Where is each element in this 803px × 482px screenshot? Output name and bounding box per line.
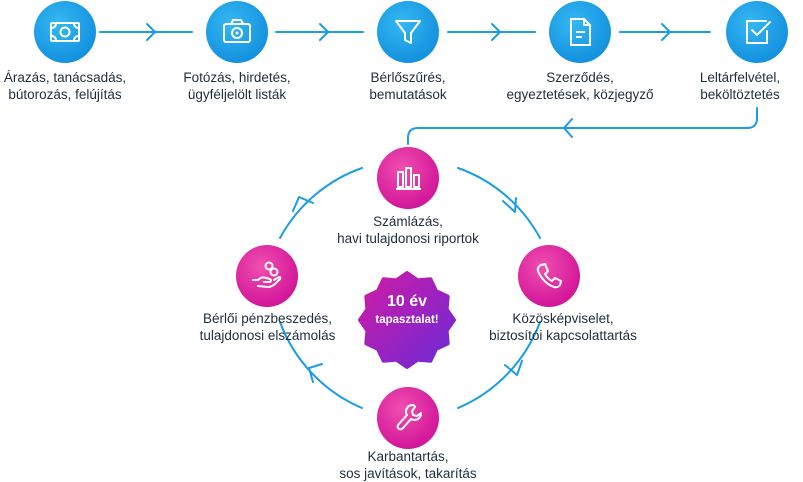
cycle-arc-bottom-right xyxy=(457,321,541,409)
step-inventory-label: Leltárfelvétel,beköltöztetés xyxy=(699,70,781,102)
step-photo-label: Fotózás, hirdetés,ügyféljelölt listák xyxy=(183,70,291,102)
cycle-maintenance-label: Karbantartás,sos javítások, takarítás xyxy=(339,449,477,481)
experience-badge xyxy=(358,271,456,369)
wrench-icon xyxy=(396,404,422,431)
cycle-arc-bottom-left xyxy=(279,321,363,409)
cycle-community-label: Közösképviselet,biztosítói kapcsolattart… xyxy=(489,311,637,343)
step-contract-node xyxy=(549,1,611,63)
document-icon xyxy=(570,18,591,46)
experience-years: 10 év xyxy=(386,293,428,310)
step-contract-label: Szerződés,egyeztetések, közjegyző xyxy=(506,70,654,102)
cycle-billing-label: Számlázás,havi tulajdonosi riportok xyxy=(337,214,479,246)
cycle-collection-label: Bérlői pénzbeszedés,tulajdonosi elszámol… xyxy=(199,311,336,343)
step-screening-node xyxy=(377,1,439,63)
cycle-maintenance-node xyxy=(377,387,439,449)
bar-chart-icon xyxy=(396,167,421,190)
experience-caption: tapasztalat! xyxy=(375,314,439,326)
step-pricing-label: Árazás, tanácsadás,bútorozás, felújítás xyxy=(3,70,127,102)
arrowhead-4 xyxy=(661,23,671,41)
step-photo-node xyxy=(206,1,268,63)
arrowhead-3 xyxy=(491,23,501,41)
cycle-arc-top-left xyxy=(279,167,363,239)
cycle-community-node xyxy=(518,245,580,307)
arrowhead-2 xyxy=(319,23,329,41)
return-arrowhead xyxy=(563,118,573,138)
phone-icon xyxy=(536,263,562,289)
banknote-icon xyxy=(50,22,80,42)
cycle-billing-node xyxy=(377,147,439,209)
cycle-arrowhead-bottom-right xyxy=(504,360,523,376)
arrowhead-1 xyxy=(146,23,156,41)
cycle-arrowhead-top-left xyxy=(292,196,314,212)
filter-icon xyxy=(395,20,421,44)
step-inventory-node xyxy=(726,1,788,63)
checkbox-icon xyxy=(746,20,771,44)
cycle-arrowhead-bottom-left xyxy=(308,363,323,383)
coin-hand-icon xyxy=(252,261,282,288)
experience-badge-text: 10 év tapasztalat! xyxy=(357,292,457,328)
camera-icon xyxy=(223,19,251,43)
cycle-arc-top-right xyxy=(457,167,541,239)
cycle-collection-node xyxy=(236,245,298,307)
step-pricing-node xyxy=(34,1,96,63)
step-screening-label: Bérlőszűrés,bemutatások xyxy=(369,70,447,102)
cycle-arrowhead-top-right xyxy=(502,197,517,213)
return-connector xyxy=(407,107,758,145)
